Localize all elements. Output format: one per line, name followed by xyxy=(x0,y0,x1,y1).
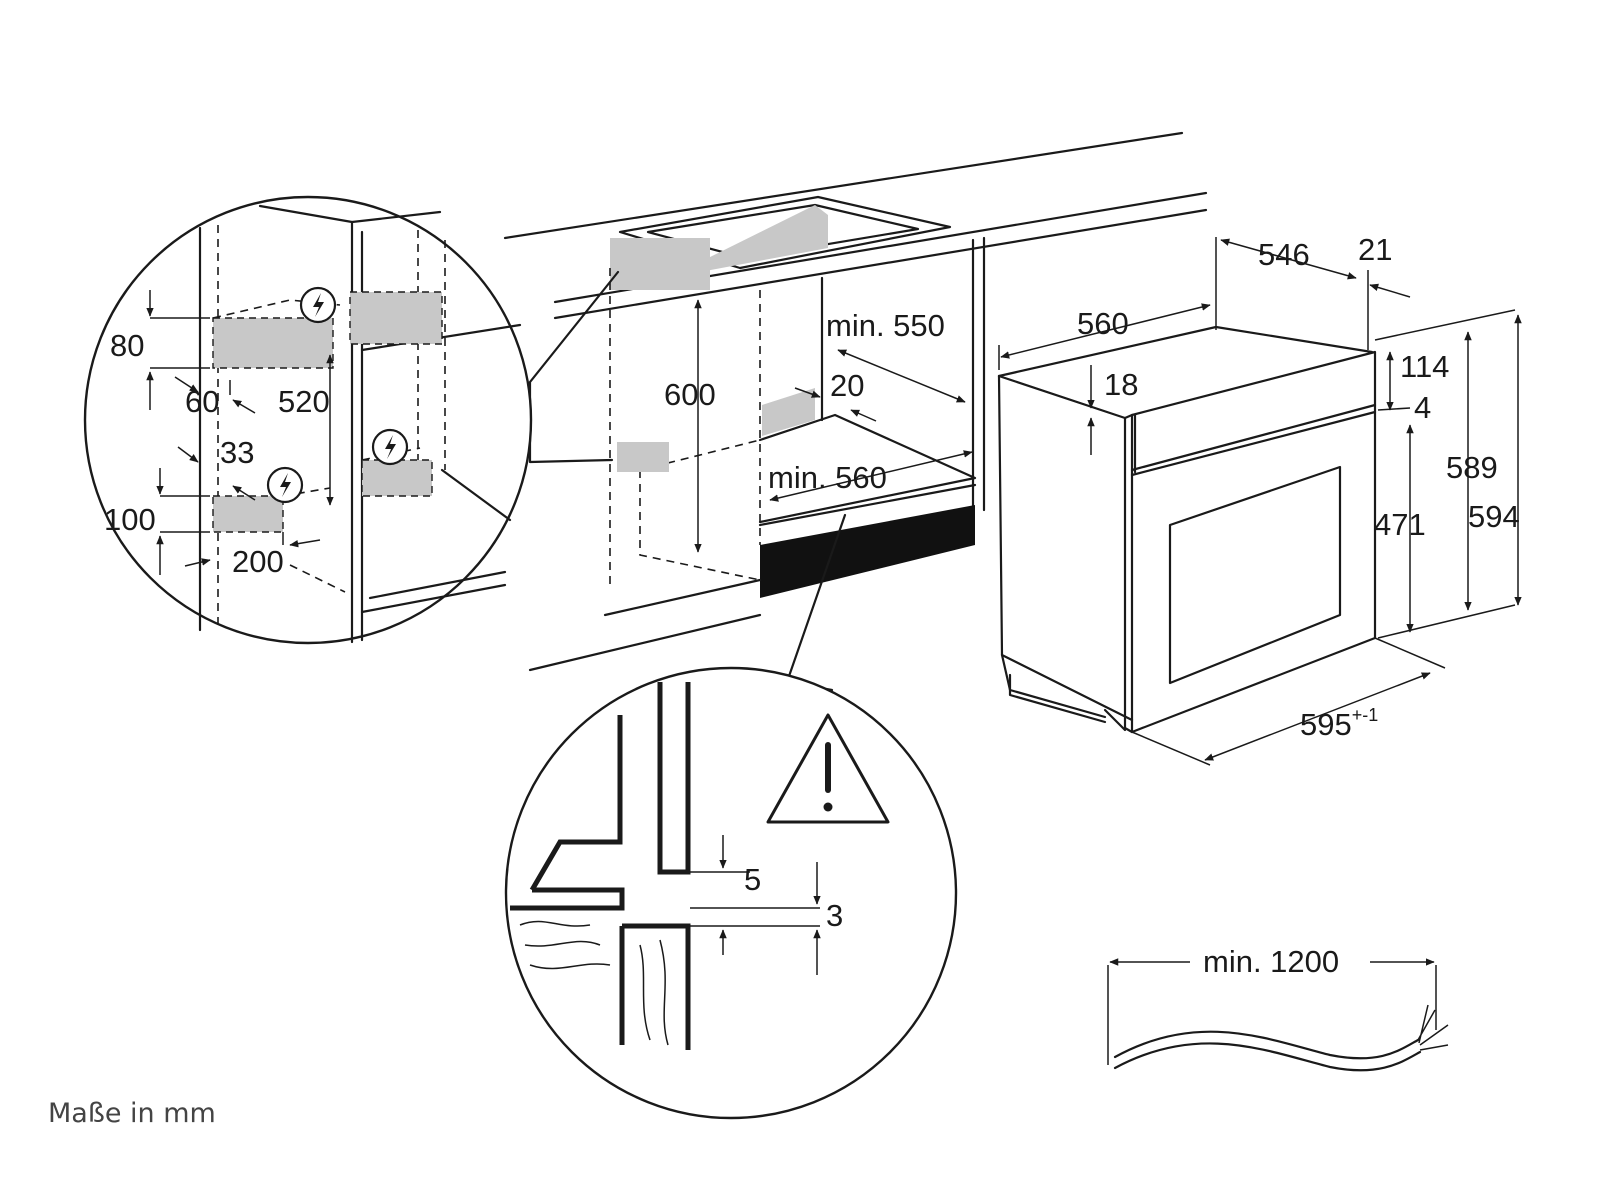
detail-clearance: 5 3 xyxy=(504,666,958,1120)
dim-546: 546 xyxy=(1258,237,1310,272)
oven-dimensions: 546 21 560 18 114 4 471 589 594 595+-1 xyxy=(998,232,1522,766)
detail-socket-position: 80 60 520 33 100 200 xyxy=(83,195,533,645)
dim-594: 594 xyxy=(1468,499,1520,534)
cabinet-dimensions: 600 min. 550 20 min. 560 xyxy=(664,299,973,553)
dim-100: 100 xyxy=(104,502,156,537)
dim-min-550: min. 550 xyxy=(826,308,945,343)
units-caption: Maße in mm xyxy=(48,1098,216,1129)
warning-icon xyxy=(766,713,890,824)
electric-hazard-icon-1 xyxy=(299,286,337,324)
electric-hazard-icon-2 xyxy=(371,428,409,466)
dim-5: 5 xyxy=(744,862,761,897)
dim-520: 520 xyxy=(278,384,330,419)
dim-80: 80 xyxy=(110,328,144,363)
dim-595: 595+-1 xyxy=(1300,705,1378,742)
dim-20: 20 xyxy=(830,368,864,403)
dim-33: 33 xyxy=(220,435,254,470)
oven xyxy=(997,325,1377,734)
electric-hazard-icon-3 xyxy=(266,466,304,504)
dim-471: 471 xyxy=(1374,507,1426,542)
dim-595-tolerance: +-1 xyxy=(1352,705,1379,725)
dim-3: 3 xyxy=(826,898,843,933)
dim-560-top: 560 xyxy=(1077,306,1129,341)
dim-18: 18 xyxy=(1104,367,1138,402)
dim-4: 4 xyxy=(1414,390,1431,425)
dim-min-1200: min. 1200 xyxy=(1203,944,1339,979)
dim-min-560: min. 560 xyxy=(768,460,887,495)
kitchen-cabinet xyxy=(503,131,1208,672)
dim-60: 60 xyxy=(185,384,219,419)
power-cable: min. 1200 xyxy=(1107,944,1449,1072)
dim-21: 21 xyxy=(1358,232,1392,267)
dim-200: 200 xyxy=(232,544,284,579)
dim-595-value: 595 xyxy=(1300,707,1352,742)
dim-589: 589 xyxy=(1446,450,1498,485)
dim-600: 600 xyxy=(664,377,716,412)
dim-114: 114 xyxy=(1400,349,1449,384)
